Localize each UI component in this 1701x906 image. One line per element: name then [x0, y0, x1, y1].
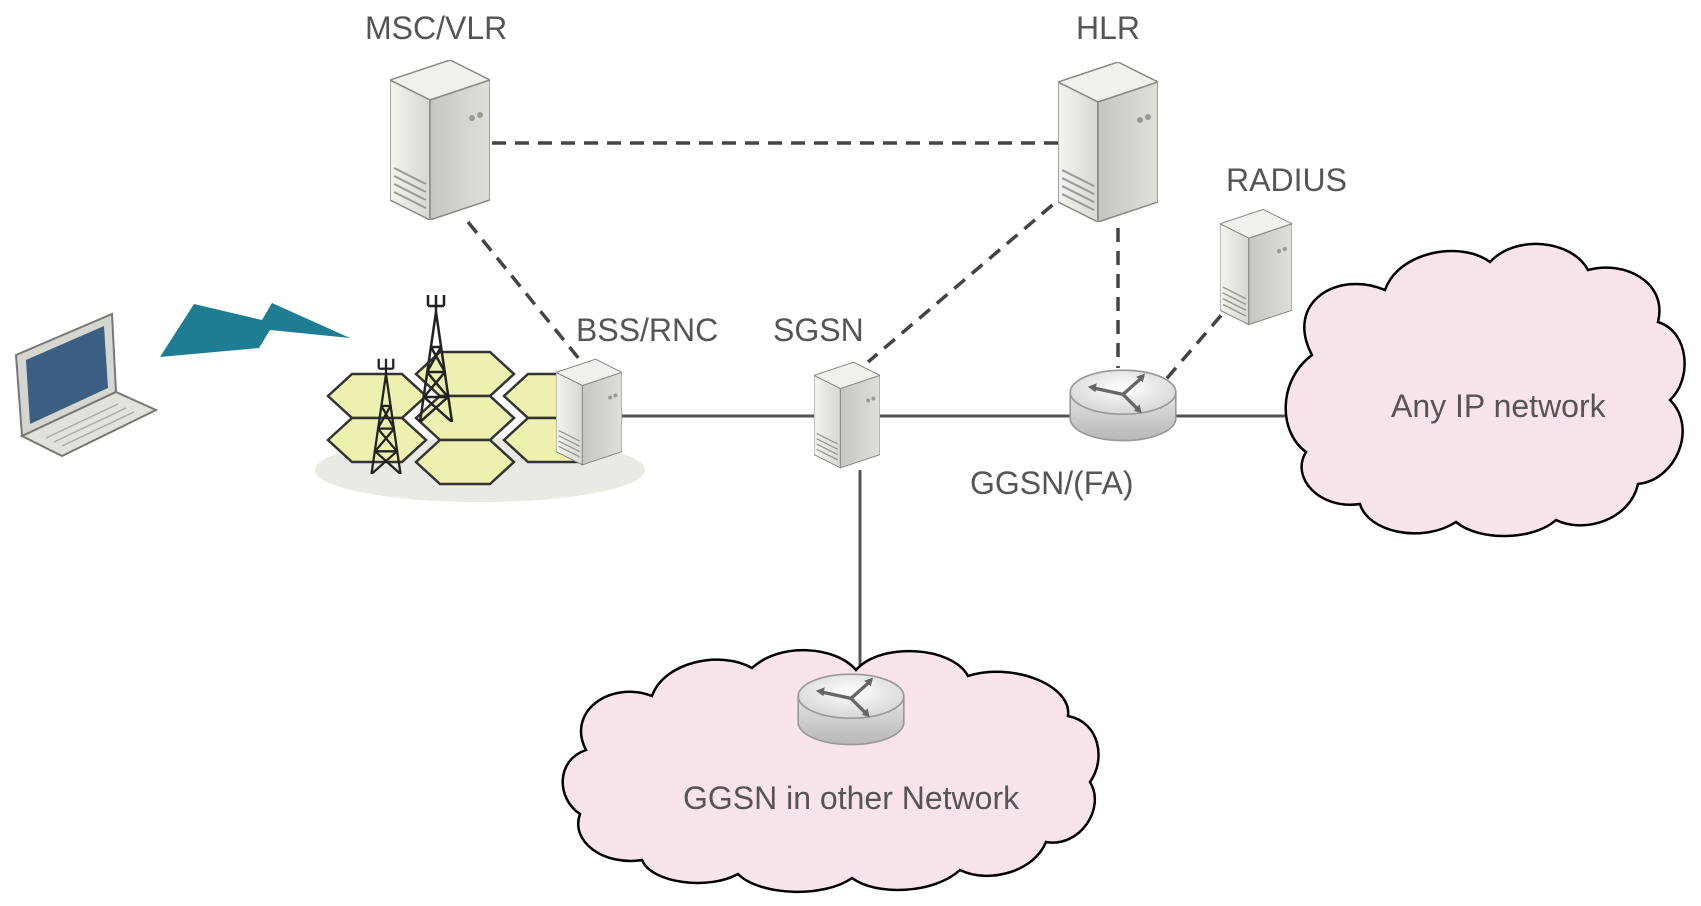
radius-server-icon — [1220, 208, 1292, 326]
radius-label: RADIUS — [1226, 162, 1347, 198]
msc-vlr-label: MSC/VLR — [365, 10, 507, 46]
lightning-bolt-icon — [160, 303, 350, 357]
connections — [466, 141, 1300, 680]
hlr-label: HLR — [1076, 10, 1140, 46]
ggsn-router-icon — [1068, 368, 1178, 443]
msc-vlr-server-icon — [390, 60, 490, 220]
link-hlr-sgsn — [866, 188, 1072, 364]
sgsn-label: SGSN — [773, 312, 864, 348]
cloud-icon — [561, 649, 1100, 893]
any-ip-network-label: Any IP network — [1391, 388, 1607, 424]
cloud-icon — [1284, 242, 1686, 538]
ggsn-fa-label: GGSN/(FA) — [970, 465, 1134, 501]
bss-rnc-server-icon — [556, 358, 622, 466]
other-ggsn-router-icon — [796, 672, 906, 747]
hlr-server-icon — [1058, 62, 1158, 222]
ggsn-other-network-label: GGSN in other Network — [683, 780, 1020, 816]
laptop-icon — [14, 312, 159, 458]
link-radius-ggsn — [1160, 296, 1238, 386]
bss-rnc-label: BSS/RNC — [576, 312, 718, 348]
link-msc-bss — [466, 220, 582, 362]
sgsn-server-icon — [814, 361, 880, 469]
